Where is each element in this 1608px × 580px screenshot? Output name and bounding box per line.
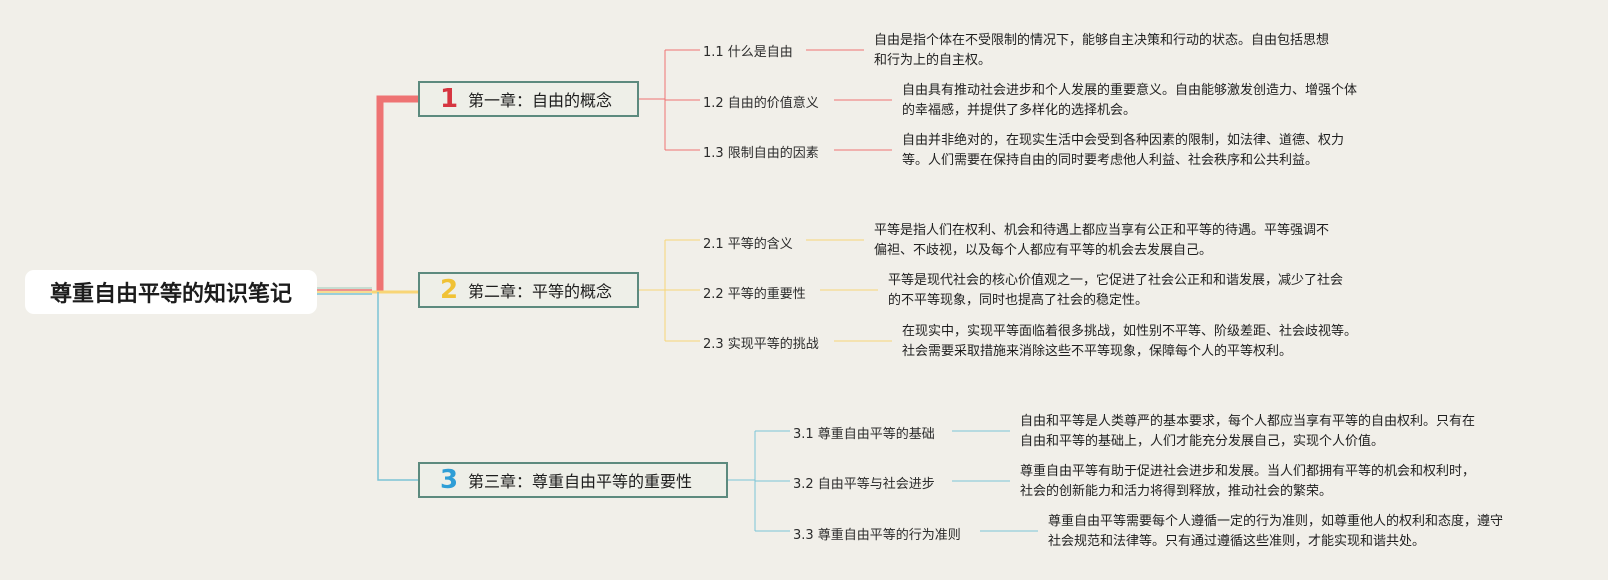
description-2-1: 平等是指人们在权利、机会和待遇上都应当享有公正和平等的待遇。平等强调不 偏袒、不…	[874, 221, 1329, 261]
description-3-1-line-2: 自由和平等的基础上，人们才能充分发展自己，实现个人价值。	[1020, 434, 1385, 449]
description-3-2-line-2: 社会的创新能力和活力将得到释放，推动社会的繁荣。	[1020, 484, 1333, 499]
description-1-3-line-2: 等。人们需要在保持自由的同时要考虑他人利益、社会秩序和公共利益。	[902, 153, 1319, 168]
description-2-2: 平等是现代社会的核心价值观之一，它促进了社会公正和和谐发展，减少了社会 的不平等…	[888, 271, 1343, 311]
chapter-1-connector	[376, 95, 418, 292]
topic-1-2[interactable]: 1.2 自由的价值意义	[703, 96, 819, 111]
chapter-1-number: 1	[439, 84, 459, 114]
description-1-1-line-1: 自由是指个体在不受限制的情况下，能够自主决策和行动的状态。自由包括思想	[874, 33, 1330, 48]
description-2-3-line-1: 在现实中，实现平等面临着很多挑战，如性别不平等、阶级差距、社会歧视等。	[902, 324, 1358, 339]
description-1-3: 自由并非绝对的，在现实生活中会受到各种因素的限制，如法律、道德、权力 等。人们需…	[902, 131, 1344, 171]
description-1-1-line-2: 和行为上的自主权。	[874, 53, 992, 68]
chapter-1-node[interactable]: 1 第一章：自由的概念	[418, 81, 639, 117]
description-3-1: 自由和平等是人类尊严的基本要求，每个人都应当享有平等的自由权利。只有在 自由和平…	[1020, 412, 1475, 452]
description-3-2-line-1: 尊重自由平等有助于促进社会进步和发展。当人们都拥有平等的机会和权利时，	[1020, 464, 1476, 479]
topic-1-3[interactable]: 1.3 限制自由的因素	[703, 146, 819, 161]
description-3-2: 尊重自由平等有助于促进社会进步和发展。当人们都拥有平等的机会和权利时， 社会的创…	[1020, 462, 1475, 502]
topic-2-1[interactable]: 2.1 平等的含义	[703, 237, 793, 252]
description-2-2-line-1: 平等是现代社会的核心价值观之一，它促进了社会公正和和谐发展，减少了社会	[888, 273, 1344, 288]
chapter-3-title: 第三章：尊重自由平等的重要性	[468, 472, 693, 491]
description-2-2-line-2: 的不平等现象，同时也提高了社会的稳定性。	[888, 293, 1149, 308]
description-1-3-line-1: 自由并非绝对的，在现实生活中会受到各种因素的限制，如法律、道德、权力	[902, 133, 1345, 148]
topic-2-2[interactable]: 2.2 平等的重要性	[703, 287, 806, 302]
topic-3-2[interactable]: 3.2 自由平等与社会进步	[793, 477, 935, 492]
description-2-1-line-1: 平等是指人们在权利、机会和待遇上都应当享有公正和平等的待遇。平等强调不	[874, 223, 1330, 238]
chapter-1-title: 第一章：自由的概念	[468, 91, 613, 110]
description-1-1: 自由是指个体在不受限制的情况下，能够自主决策和行动的状态。自由包括思想 和行为上…	[874, 31, 1329, 71]
topic-3-1[interactable]: 3.1 尊重自由平等的基础	[793, 427, 935, 442]
description-3-3: 尊重自由平等需要每个人遵循一定的行为准则，如尊重他人的权利和态度，遵守 社会规范…	[1048, 512, 1503, 552]
topic-2-3[interactable]: 2.3 实现平等的挑战	[703, 337, 819, 352]
chapter-2-number: 2	[439, 275, 459, 305]
description-2-3: 在现实中，实现平等面临着很多挑战，如性别不平等、阶级差距、社会歧视等。 社会需要…	[902, 322, 1357, 362]
chapter-2-title: 第二章：平等的概念	[468, 282, 613, 301]
description-2-1-line-2: 偏袒、不歧视，以及每个人都应有平等的机会去发展自己。	[874, 243, 1213, 258]
chapter-3-connector	[377, 292, 418, 481]
root-title: 尊重自由平等的知识笔记	[49, 282, 292, 307]
description-2-3-line-2: 社会需要采取措施来消除这些不平等现象，保障每个人的平等权利。	[902, 344, 1293, 359]
topic-3-3[interactable]: 3.3 尊重自由平等的行为准则	[793, 528, 961, 543]
topic-1-1[interactable]: 1.1 什么是自由	[703, 45, 793, 60]
description-3-3-line-1: 尊重自由平等需要每个人遵循一定的行为准则，如尊重他人的权利和态度，遵守	[1048, 514, 1504, 529]
description-1-2-line-2: 的幸福感，并提供了多样化的选择机会。	[902, 103, 1137, 118]
chapter-3-node[interactable]: 3 第三章：尊重自由平等的重要性	[418, 462, 728, 498]
description-3-1-line-1: 自由和平等是人类尊严的基本要求，每个人都应当享有平等的自由权利。只有在	[1020, 414, 1476, 429]
chapter-3-number: 3	[439, 465, 459, 495]
root-node[interactable]: 尊重自由平等的知识笔记	[25, 270, 317, 314]
description-3-3-line-2: 社会规范和法律等。只有通过遵循这些准则，才能实现和谐共处。	[1048, 534, 1426, 549]
description-1-2: 自由具有推动社会进步和个人发展的重要意义。自由能够激发创造力、增强个体 的幸福感…	[902, 81, 1357, 121]
chapter-2-node[interactable]: 2 第二章：平等的概念	[418, 272, 639, 308]
description-1-2-line-1: 自由具有推动社会进步和个人发展的重要意义。自由能够激发创造力、增强个体	[902, 83, 1358, 98]
